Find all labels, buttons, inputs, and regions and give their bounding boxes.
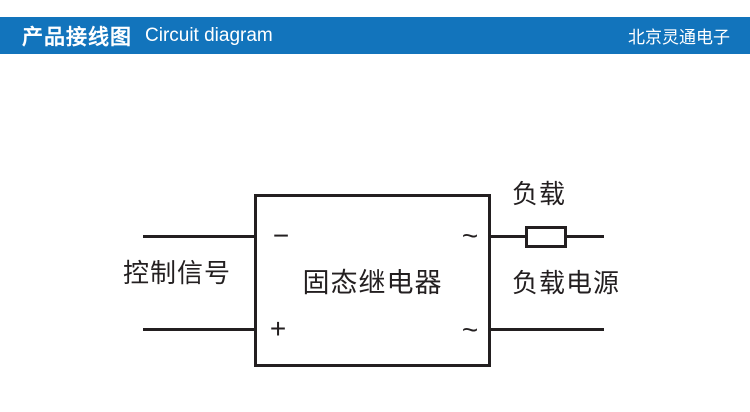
solid-state-relay-box: 固态继电器 (254, 194, 491, 367)
page-title-en: Circuit diagram (145, 24, 273, 46)
wire-load-top-left (488, 235, 528, 238)
header-bar: 产品接线图 Circuit diagram 北京灵通电子 (0, 17, 750, 54)
terminal-minus-label: − (272, 220, 290, 251)
circuit-diagram: 控制信号 固态继电器 − + ~ ~ 负载 负载电源 (0, 54, 750, 412)
wire-load-bottom (488, 328, 604, 331)
terminal-ac-bottom-label: ~ (461, 314, 479, 345)
terminal-ac-top-label: ~ (461, 220, 479, 251)
relay-label: 固态继电器 (302, 268, 443, 298)
load-label: 负载 (512, 179, 567, 209)
terminal-plus-label: + (269, 313, 287, 344)
company-name: 北京灵通电子 (628, 28, 730, 47)
load-power-label: 负载电源 (512, 268, 621, 298)
wire-load-top-right (564, 235, 604, 238)
control-signal-label: 控制信号 (123, 258, 232, 288)
wire-control-minus (143, 235, 254, 238)
page-title-cn: 产品接线图 (22, 25, 132, 49)
load-resistor-icon (525, 226, 567, 248)
wire-control-plus (143, 328, 254, 331)
